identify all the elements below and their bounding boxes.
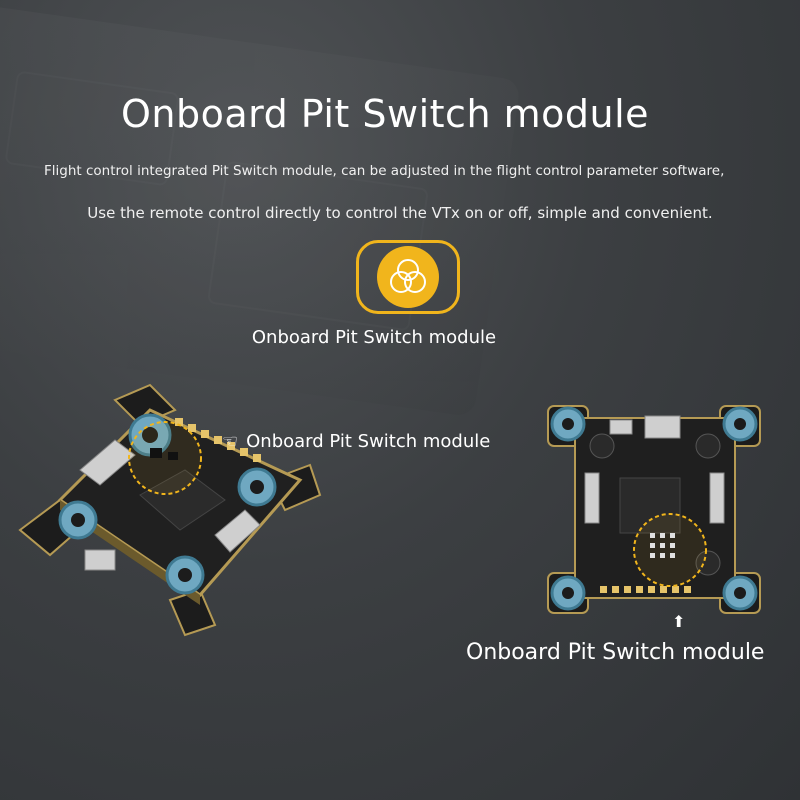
pointing-left-icon: ☜	[222, 431, 239, 452]
description-line-2: Use the remote control directly to contr…	[87, 204, 713, 222]
right-flight-controller-board	[547, 405, 761, 614]
left-board-callout-label: Onboard Pit Switch module	[246, 431, 491, 452]
pit-switch-highlight-right	[633, 513, 707, 587]
right-board-callout-label: Onboard Pit Switch module	[466, 640, 765, 665]
page-title: Onboard Pit Switch module	[120, 92, 650, 136]
description-line-1: Flight control integrated Pit Switch mod…	[44, 163, 725, 179]
left-board-callout: ☜ Onboard Pit Switch module	[222, 431, 490, 452]
feature-icon-label: Onboard Pit Switch module	[251, 327, 497, 348]
feature-badge	[356, 240, 460, 314]
pit-switch-highlight-left	[128, 421, 202, 495]
three-circles-venn-icon	[377, 246, 439, 308]
arrow-up-icon: ⬆	[672, 612, 686, 631]
left-flight-controller-board	[18, 383, 322, 637]
